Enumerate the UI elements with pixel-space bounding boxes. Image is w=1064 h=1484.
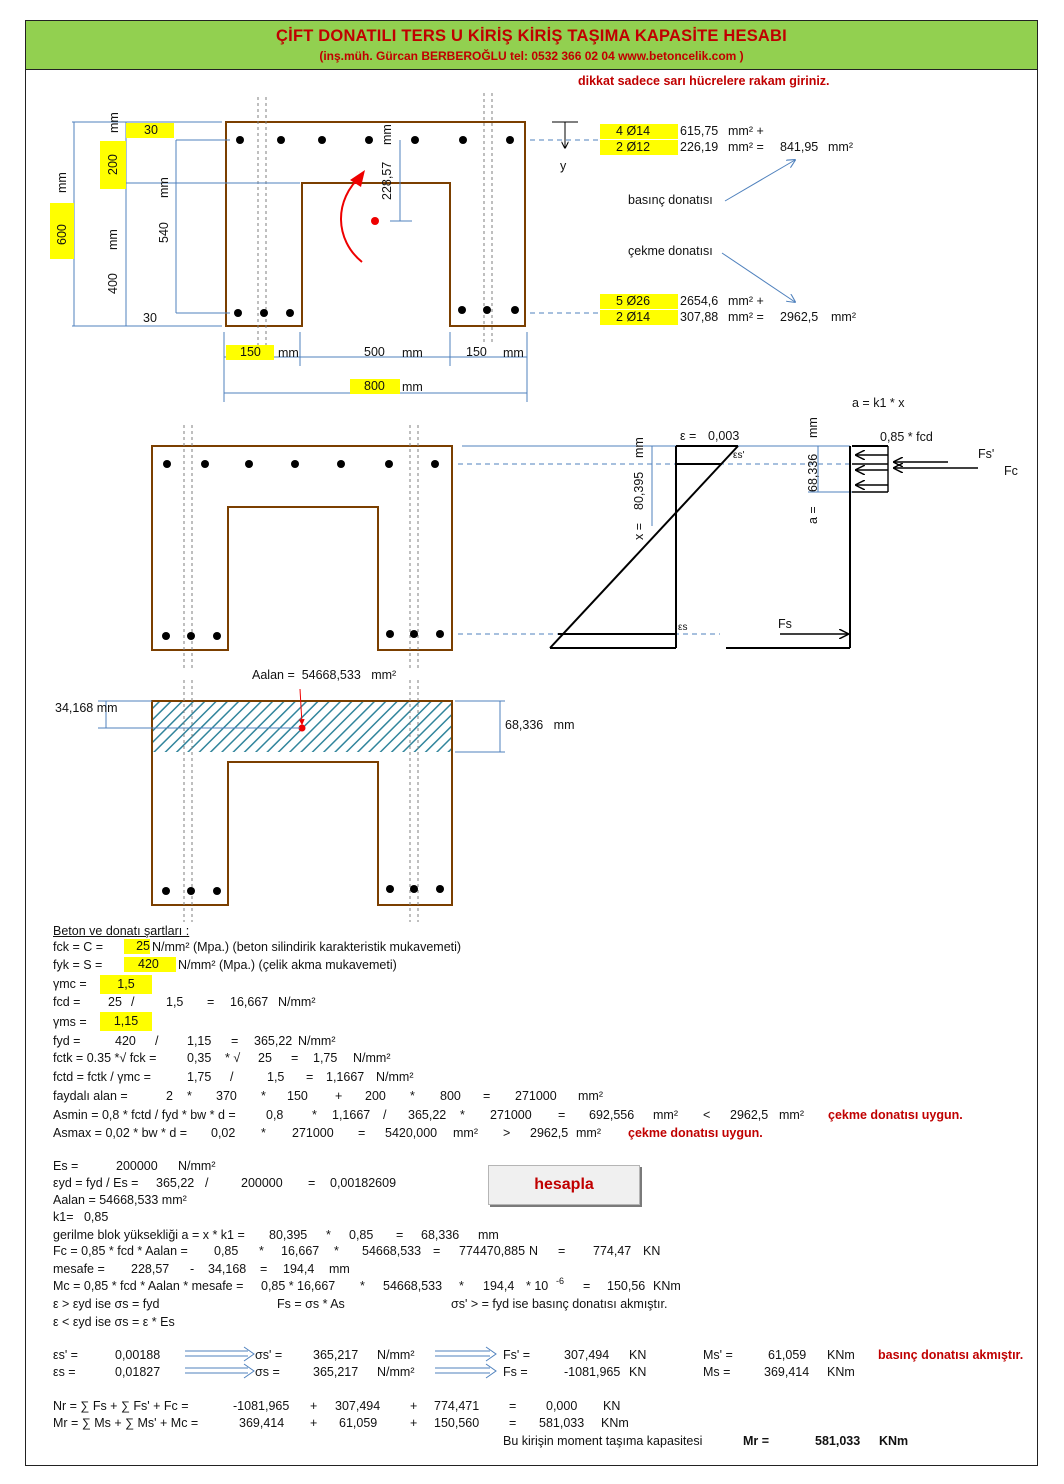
section-drawing-2 [151, 425, 978, 668]
aalan-row: Aalan = 54668,533 mm² [53, 1193, 187, 1207]
strain-tension-rebar: εs [678, 622, 688, 633]
header-banner: ÇİFT DONATILI TERS U KİRİŞ KİRİŞ TAŞIMA … [25, 20, 1038, 70]
gamma-ms-label: γms = [53, 1015, 87, 1029]
asmax-status: çekme donatısı uygun. [628, 1126, 763, 1140]
x-label: x = [632, 522, 646, 540]
bottom-rebar-2-area: 307,88 [680, 310, 719, 324]
strain-comp-rebar: εs' [733, 450, 745, 461]
tension-rebar-label: çekme donatısı [628, 244, 713, 258]
top-rebar-2-input[interactable]: 2 Ø12 [600, 140, 678, 155]
k1-row: k1= 0,85 [53, 1210, 109, 1224]
calculate-button[interactable]: hesapla [488, 1165, 640, 1205]
total-width-input[interactable]: 800 [350, 379, 400, 394]
dim-unit: mm [806, 417, 820, 438]
dim-unit: mm [503, 346, 524, 360]
dim-unit: mm [106, 229, 120, 250]
author-line: (inş.müh. Gürcan BERBEROĞLU tel: 0532 36… [319, 49, 744, 63]
bottom-rebar-1-area: 2654,6 [680, 294, 719, 308]
unit: mm² + [728, 294, 764, 308]
dim-unit: mm [402, 346, 423, 360]
half-a-dim: 34,168 mm [55, 701, 118, 715]
comp-rebar-status: basınç donatısı akmıştır. [878, 1348, 1024, 1362]
area-label: Aalan = 54668,533 mm² [252, 668, 397, 682]
fck-label: fck = C = [53, 940, 104, 954]
fs-label: Fs [778, 617, 792, 631]
dim-unit: mm [55, 172, 69, 193]
bottom-rebar-1-input[interactable]: 5 Ø26 [600, 294, 678, 309]
compression-rebar-total: 841,95 [780, 140, 819, 154]
a-label: a = [806, 506, 820, 524]
fck-input[interactable]: 25 [124, 939, 150, 954]
dim-unit: mm [632, 437, 646, 458]
flange-height-input[interactable]: 200 [100, 141, 126, 189]
unit: mm² [828, 140, 853, 154]
strain-value: 0,003 [708, 429, 740, 443]
dim-unit: mm [402, 380, 423, 394]
dim-unit: mm [278, 346, 299, 360]
centroid-distance: 228,57 [380, 161, 394, 200]
inner-height: 540 [157, 222, 171, 243]
asmin-status: çekme donatısı uygun. [828, 1108, 963, 1122]
unit: mm² = [728, 140, 764, 154]
gamma-mc-label: γmc = [53, 977, 87, 991]
fyk-desc: N/mm² (Mpa.) (çelik akma mukavemeti) [178, 958, 397, 972]
cover-top-input[interactable]: 30 [126, 123, 174, 138]
unit: mm² = [728, 310, 764, 324]
unit: mm² + [728, 124, 764, 138]
stress-block-label: 0,85 * fcd [880, 430, 933, 444]
a-depth: 68,336 [806, 453, 820, 492]
section-drawing-3 [98, 680, 505, 922]
input-notice: dikkat sadece sarı hücrelere rakam girin… [578, 74, 830, 88]
top-rebar-1-input[interactable]: 4 Ø14 [600, 124, 678, 139]
x-depth: 80,395 [632, 471, 646, 510]
dim-unit: mm [380, 124, 394, 145]
top-rebar-1-area: 615,75 [680, 124, 719, 138]
dim-unit: mm [107, 112, 121, 133]
page-title: ÇİFT DONATILI TERS U KİRİŞ KİRİŞ TAŞIMA … [276, 27, 787, 45]
strain-label: ε = [680, 429, 697, 443]
section-drawing-1 [72, 93, 795, 402]
yield-condition-2: ε < εyd ise σs = ε * Es [53, 1315, 175, 1329]
fyk-label: fyk = S = [53, 958, 103, 972]
bottom-rebar-2-input[interactable]: 2 Ø14 [600, 310, 678, 325]
a-dim: 68,336 mm [505, 718, 575, 732]
dim-unit: mm [157, 177, 171, 198]
fc-label: Fc [1004, 464, 1018, 478]
result-arrows [185, 1346, 497, 1379]
a-equation: a = k1 * x [852, 396, 905, 410]
cover-bottom: 30 [143, 311, 157, 325]
leg-height: 400 [106, 273, 120, 294]
leg-width-left-input[interactable]: 150 [226, 345, 274, 360]
fck-desc: N/mm² (Mpa.) (beton silindirik karakteri… [152, 940, 462, 954]
gamma-ms-input[interactable]: 1,15 [100, 1012, 152, 1031]
top-rebar-2-area: 226,19 [680, 140, 719, 154]
compression-rebar-label: basınç donatısı [628, 193, 713, 207]
unit: mm² [831, 310, 856, 324]
y-axis-label: y [560, 159, 567, 173]
conditions-title: Beton ve donatı şartları : [53, 924, 190, 938]
total-height-input[interactable]: 600 [50, 203, 74, 259]
gamma-mc-input[interactable]: 1,5 [100, 975, 152, 994]
leg-width-right: 150 [466, 345, 487, 359]
gap-width: 500 [364, 345, 385, 359]
fs-prime-label: Fs' [978, 447, 995, 461]
fyk-input[interactable]: 420 [124, 957, 176, 972]
tension-rebar-total: 2962,5 [780, 310, 819, 324]
